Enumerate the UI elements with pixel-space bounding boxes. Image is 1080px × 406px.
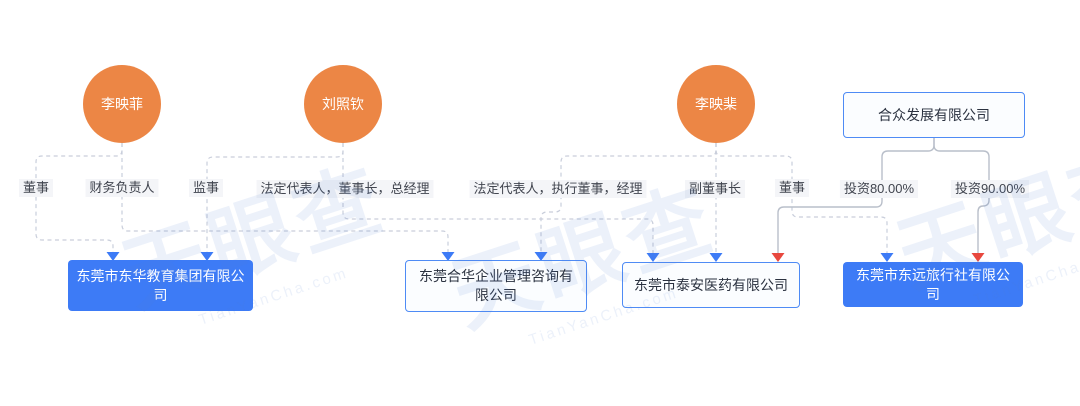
company-node-hezhong-fazhan[interactable]: 合众发展有限公司 bbox=[843, 92, 1025, 138]
edge-legalrep-p2-c3 bbox=[342, 143, 654, 253]
arrowhead-blue bbox=[200, 252, 214, 261]
arrowhead-red bbox=[971, 253, 985, 262]
edge-director-p1-c1 bbox=[35, 143, 123, 252]
edge-director-p3-c4 bbox=[715, 143, 888, 253]
person-name: 刘照钦 bbox=[322, 96, 364, 112]
edge-invest90-holding-c4 bbox=[933, 138, 990, 253]
arrowhead-blue bbox=[441, 252, 455, 261]
company-node-taian-yiyao[interactable]: 东莞市泰安医药有限公司 bbox=[622, 262, 800, 308]
arrowhead-blue bbox=[534, 252, 548, 261]
edge-label-cfo: 财务负责人 bbox=[85, 179, 159, 197]
company-node-hehua-zixun[interactable]: 东莞合华企业管理咨询有限公司 bbox=[405, 260, 587, 312]
company-name: 东莞合华企业管理咨询有限公司 bbox=[419, 268, 573, 303]
edge-label-director-2: 董事 bbox=[774, 179, 810, 197]
arrowhead-blue bbox=[106, 252, 120, 261]
person-name: 李映菲 bbox=[101, 96, 143, 112]
arrowhead-blue bbox=[709, 253, 723, 262]
arrowhead-blue bbox=[880, 253, 894, 262]
person-node-liu-zhaoqin[interactable]: 刘照钦 bbox=[304, 65, 382, 143]
person-node-li-yingfei[interactable]: 李映菲 bbox=[83, 65, 161, 143]
edge-label-vicechairman: 副董事长 bbox=[684, 180, 746, 198]
edge-invest80-holding-c3 bbox=[777, 138, 935, 253]
edge-label-director-1: 董事 bbox=[18, 179, 54, 197]
edge-label-supervisor: 监事 bbox=[188, 179, 224, 197]
arrowhead-blue bbox=[646, 253, 660, 262]
edge-label-invest-90: 投资90.00% bbox=[950, 180, 1030, 198]
person-name: 李映棐 bbox=[695, 96, 737, 112]
edge-cfo-p1-c2 bbox=[121, 143, 449, 252]
company-node-donghua-jiaoyu[interactable]: 东莞市东华教育集团有限公司 bbox=[68, 260, 253, 311]
edge-label-legalrep-1: 法定代表人，董事长，总经理 bbox=[256, 180, 434, 198]
person-node-li-yingfei-2[interactable]: 李映棐 bbox=[677, 65, 755, 143]
edge-label-invest-80: 投资80.00% bbox=[839, 180, 919, 198]
company-name: 东莞市泰安医药有限公司 bbox=[634, 276, 788, 293]
company-name: 东莞市东华教育集团有限公司 bbox=[76, 267, 245, 303]
company-node-dongyuan-lvxingshe[interactable]: 东莞市东远旅行社有限公司 bbox=[843, 262, 1023, 307]
arrowhead-red bbox=[771, 253, 785, 262]
company-name: 合众发展有限公司 bbox=[878, 106, 990, 123]
company-name: 东莞市东远旅行社有限公司 bbox=[856, 266, 1010, 302]
edge-label-legalrep-2: 法定代表人，执行董事，经理 bbox=[469, 180, 647, 198]
